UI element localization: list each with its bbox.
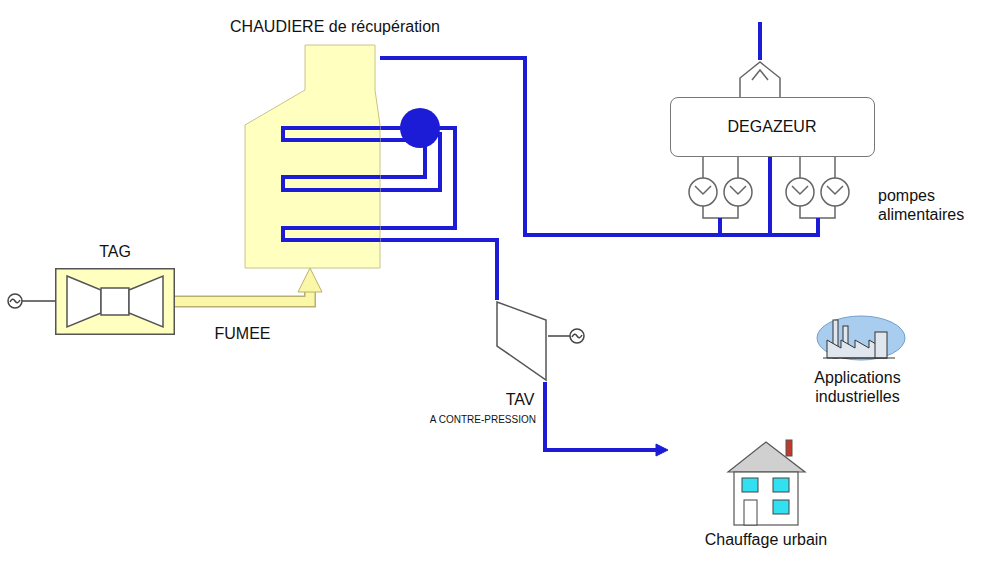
boiler-shape: [245, 45, 380, 268]
node-label: TAG: [99, 242, 131, 261]
vent: [740, 22, 780, 97]
node-label: TAV: [506, 390, 535, 409]
arrow-head: [656, 444, 668, 456]
house-icon: Chauffage urbain: [668, 420, 842, 555]
flue-gas-arrow: [175, 268, 322, 302]
generator-symbol: [8, 294, 55, 308]
industry-icon: Applications industrielles: [795, 310, 920, 415]
recovery-boiler: CHAUDIERE de récupération: [245, 45, 380, 268]
pipe-connector: [545, 382, 668, 456]
tav-shape: [495, 300, 548, 382]
degazeur-box: DEGAZEUR: [670, 97, 875, 157]
tag-shape: [55, 268, 175, 335]
node-sublabel: A CONTRE-PRESSION: [430, 414, 536, 426]
edge-label: FUMEE: [213, 324, 273, 343]
gas-turbine: TAG: [55, 268, 175, 335]
node-label: CHAUDIERE de récupération: [230, 17, 440, 36]
steam-turbine: TAVA CONTRE-PRESSION: [495, 300, 548, 382]
node-label: Applications industrielles: [795, 368, 920, 406]
node-label: Chauffage urbain: [705, 530, 827, 549]
generator-symbol: [548, 329, 584, 343]
drum-pipes: [380, 128, 455, 228]
node-label: DEGAZEUR: [728, 117, 817, 136]
pump-label: pompes alimentaires: [878, 186, 978, 224]
pipe-connector: [380, 240, 497, 300]
arrow-head: [298, 268, 322, 292]
